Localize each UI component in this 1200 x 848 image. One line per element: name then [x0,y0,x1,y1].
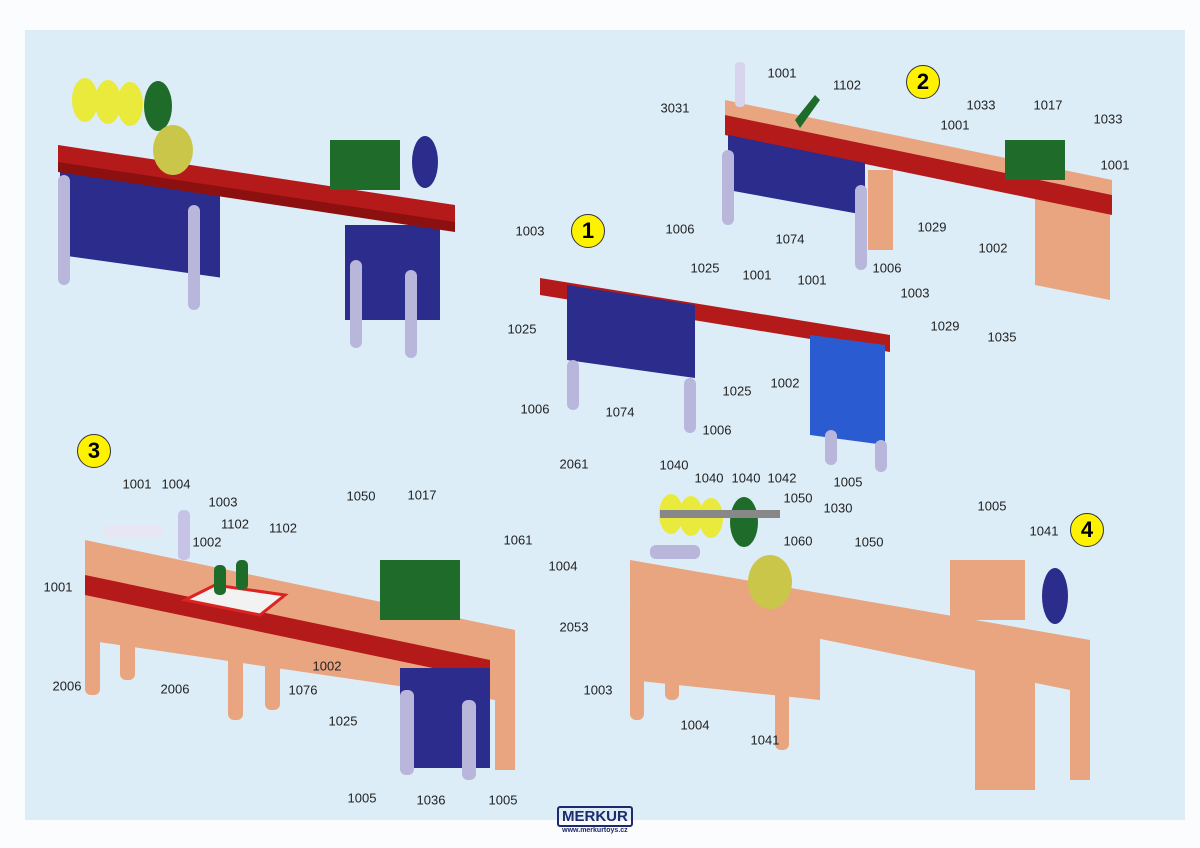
part-label: 1005 [977,498,1007,514]
step-badge-3: 3 [77,434,111,468]
part-label: 1004 [548,558,578,574]
part-label: 2006 [52,678,82,694]
part-label: 1041 [1029,523,1059,539]
part-label: 1040 [731,470,761,486]
part-label: 1003 [208,494,238,510]
part-label: 1029 [917,219,947,235]
part-label: 1005 [347,790,377,806]
model-step-2 [722,62,1112,300]
merkur-logo: MERKUR www.merkurtoys.cz [557,806,633,834]
part-label: 1006 [872,260,902,276]
part-label: 1102 [221,516,249,532]
part-label: 2006 [160,681,190,697]
logo-url: www.merkurtoys.cz [562,827,628,834]
part-label: 1041 [750,732,780,748]
part-label: 1001 [742,267,772,283]
model-step-3 [85,510,515,780]
part-label: 1005 [833,474,863,490]
part-label: 1102 [269,520,297,536]
part-label: 1025 [507,321,537,337]
part-label: 1006 [702,422,732,438]
part-label: 1040 [659,457,689,473]
part-label: 1002 [192,534,222,550]
part-label: 1001 [43,579,73,595]
part-label: 1025 [690,260,720,276]
part-label: 1061 [503,532,533,548]
part-label: 1002 [978,240,1008,256]
part-label: 1001 [797,272,827,288]
step-badge-2: 2 [906,65,940,99]
part-label: 1001 [940,117,970,133]
part-label: 1029 [930,318,960,334]
step-badge-1: 1 [571,214,605,248]
part-label: 1030 [823,500,853,516]
model-finished [58,78,455,358]
part-label: 2061 [559,456,589,472]
part-label: 1050 [854,534,884,550]
part-label: 1006 [665,221,695,237]
part-label: 1040 [694,470,724,486]
part-label: 1025 [328,713,358,729]
part-label: 1001 [1100,157,1130,173]
part-label: 1002 [770,375,800,391]
part-label: 1102 [833,77,861,93]
part-label: 1050 [346,488,376,504]
part-label: 1050 [783,490,813,506]
part-label: 1033 [1093,111,1123,127]
part-label: 1002 [312,658,342,674]
part-label: 1074 [775,231,805,247]
part-label: 1003 [900,285,930,301]
part-label: 1001 [767,65,797,81]
part-label: 1060 [783,533,813,549]
part-label: 1003 [515,223,545,239]
part-label: 1035 [987,329,1017,345]
part-label: 1036 [416,792,446,808]
part-label: 1003 [583,682,613,698]
part-label: 1025 [722,383,752,399]
step-badge-4: 4 [1070,513,1104,547]
part-label: 1005 [488,792,518,808]
model-step-4 [630,494,1090,790]
model-step-1 [540,278,890,472]
part-label: 1004 [680,717,710,733]
part-label: 2053 [559,619,589,635]
logo-name: MERKUR [557,806,633,827]
part-label: 1033 [966,97,996,113]
part-label: 1017 [1033,97,1063,113]
part-label: 1017 [407,487,437,503]
part-label: 1042 [767,470,797,486]
part-label: 1076 [288,682,318,698]
part-label: 1006 [520,401,550,417]
part-label: 1001 [122,476,152,492]
part-label: 1004 [161,476,191,492]
part-label: 1074 [605,404,635,420]
part-label: 3031 [660,100,690,116]
